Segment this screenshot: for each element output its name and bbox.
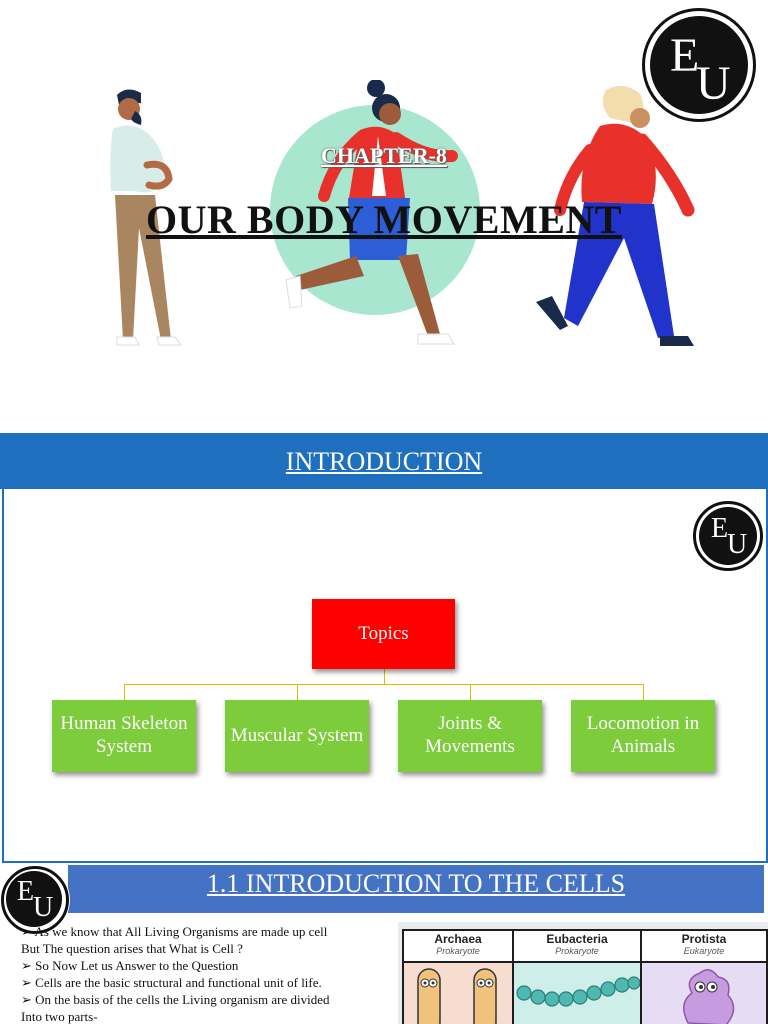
logo-letter-u: U: [33, 892, 54, 923]
protista-cell-illustration: [683, 969, 735, 1024]
diagram-column-protista: Protista Eukaryote: [640, 929, 768, 1024]
text-line: ➢ So Now Let us Answer to the Question: [21, 958, 239, 973]
topic-human-skeleton-system: Human Skeleton System: [52, 700, 196, 772]
header-bar: [0, 433, 768, 489]
column-subtitle: Prokaryote: [555, 946, 599, 956]
cell-types-diagram: Archaea Prokaryote Eubacteria Prokaryote: [398, 922, 768, 1024]
content-panel: [2, 489, 768, 863]
topic-joints-movements: Joints & Movements: [398, 700, 542, 772]
walking-person-illustration: [536, 85, 695, 346]
column-subtitle: Eukaryote: [683, 946, 725, 956]
connector-line: [124, 684, 125, 700]
eu-logo: E U: [692, 500, 764, 572]
cells-slide: 1.1 INTRODUCTION TO THE CELLS E U ➢ As w…: [0, 865, 768, 1024]
logo-letter-e: E: [711, 513, 729, 544]
man-figure-illustration: [110, 89, 182, 346]
connector-line: [297, 684, 298, 700]
column-subtitle: Prokaryote: [436, 946, 480, 956]
eu-logo: E U: [0, 865, 70, 935]
connector-line: [643, 684, 644, 700]
logo-letter-e: E: [670, 29, 700, 82]
woman-running-illustration: [285, 80, 458, 345]
introduction-slide: INTRODUCTION E U Topics Human Skeleton S…: [0, 433, 768, 863]
text-line: ➢ On the basis of the cells the Living o…: [21, 992, 330, 1007]
main-title: OUR BODY MOVEMENT: [146, 197, 622, 242]
eu-logo: E U: [640, 6, 758, 124]
column-title: Archaea: [434, 932, 482, 946]
diagram-column-eubacteria: Eubacteria Prokaryote: [512, 929, 642, 1024]
slide-title: 1.1 INTRODUCTION TO THE CELLS: [206, 869, 626, 898]
topics-root-box: Topics: [312, 599, 455, 669]
eubacteria-chain-illustration: [516, 976, 640, 1007]
logo-letter-e: E: [17, 876, 35, 907]
topic-locomotion-in-animals: Locomotion in Animals: [571, 700, 715, 772]
text-line: ➢ Cells are the basic structural and fun…: [21, 975, 322, 990]
column-title: Eubacteria: [546, 932, 608, 946]
chapter-label: CHAPTER-8: [321, 143, 447, 168]
slide-title: INTRODUCTION: [285, 447, 483, 476]
text-line: Into two parts-: [21, 1009, 98, 1024]
text-line: ➢ As we know that All Living Organisms a…: [21, 924, 328, 939]
logo-letter-u: U: [727, 529, 748, 560]
title-slide: CHAPTER-8 OUR BODY MOVEMENT E U: [0, 0, 768, 400]
column-title: Protista: [681, 932, 727, 946]
diagram-column-archaea: Archaea Prokaryote: [402, 929, 514, 1024]
header-bar: [68, 865, 764, 913]
topic-muscular-system: Muscular System: [225, 700, 369, 772]
archaea-cell-illustration: [417, 968, 497, 1024]
connector-line: [384, 669, 385, 685]
connector-line: [470, 684, 471, 700]
logo-letter-u: U: [696, 57, 731, 110]
connector-line: [124, 684, 644, 685]
text-line: But The question arises that What is Cel…: [21, 941, 243, 956]
cells-text-block: ➢ As we know that All Living Organisms a…: [21, 923, 393, 1024]
